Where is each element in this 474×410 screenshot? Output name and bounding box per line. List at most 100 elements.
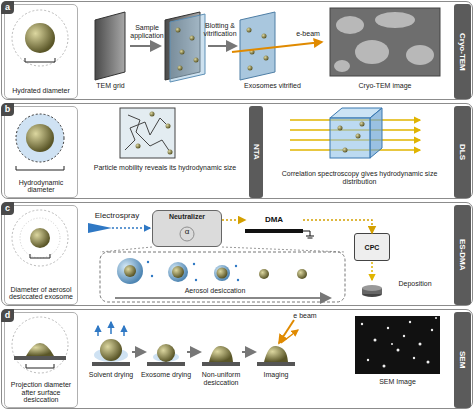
annotation-label: Exosome drying: [139, 371, 193, 379]
desiccated-exosome: [209, 346, 233, 362]
method-tab: DLS: [454, 106, 471, 198]
exosome: [217, 268, 228, 279]
annotation-label: Non-uniform desiccation: [194, 371, 248, 386]
image-blobs: [334, 12, 434, 72]
hydration-shell: [12, 10, 68, 66]
method-label: ES-DMA: [458, 239, 467, 271]
method-label: NTA: [252, 144, 261, 160]
annotation-label: TEM grid: [88, 82, 133, 90]
diameter-bracket: [16, 166, 64, 170]
exosome: [26, 124, 54, 152]
scattered-electrons: [281, 330, 298, 343]
flattened-exosome: [26, 343, 54, 356]
size-caption: Hydrodynamic diameter: [7, 179, 75, 194]
annotation-label: α: [181, 228, 193, 237]
method-label: SEM: [458, 351, 467, 368]
box-label: DMA: [245, 212, 303, 228]
particle-flow-connector: [303, 220, 372, 233]
droplet: [117, 258, 143, 284]
sem-particles: [361, 317, 437, 368]
annotation-label: SEM Image: [355, 378, 440, 386]
original-size: [20, 218, 60, 258]
annotation-label: Cryo-TEM image: [330, 82, 440, 90]
annotation-label: Exosomes vitrified: [235, 82, 310, 90]
spray-path: [112, 227, 150, 229]
particles: [136, 112, 173, 155]
cuvette-side: [370, 108, 382, 158]
annotation-label: Deposition: [385, 280, 445, 288]
annotation-label: Imaging: [249, 371, 303, 379]
process-arrow: [208, 45, 236, 47]
diameter-bracket: [30, 254, 50, 258]
desiccated-exosome: [30, 228, 50, 248]
annotation-label: Sample application: [126, 24, 168, 39]
brownian-track: [128, 115, 170, 152]
annotation-label: Aerosol desiccation: [160, 287, 270, 295]
brownian-track: [125, 118, 168, 150]
annotation-label: Particle mobility reveals its hydrodynam…: [90, 164, 240, 172]
vitrified-grid: [240, 12, 275, 80]
desiccated-exosome: [264, 346, 288, 362]
size-caption: Diameter of aerosol desiccated exosome: [7, 286, 75, 301]
nta-chamber: [120, 108, 175, 158]
original-shell: [12, 210, 68, 266]
tem-grid: [95, 12, 125, 80]
substrate: [92, 362, 295, 366]
process-arrow: [115, 297, 330, 299]
annotation-label: Blotting & vitrification: [198, 22, 242, 37]
box-label: Neutralizer: [153, 213, 221, 220]
electron-beam: [232, 42, 322, 52]
exosome-dots: [176, 28, 199, 71]
evaporating-solvent: [147, 261, 239, 281]
size-panel: Projection diameter after surface desicc…: [4, 312, 78, 408]
process-arrow: [130, 45, 160, 47]
method-tab: Cryo-TEM: [454, 4, 471, 99]
deposition-substrate: [362, 285, 382, 291]
exosome: [297, 269, 307, 279]
panel-letter: d: [1, 309, 14, 322]
method-tab: SEM: [454, 312, 471, 408]
box-label: CPC: [365, 244, 380, 251]
size-panel: Diameter of aerosol desiccated exosome: [4, 205, 78, 305]
hydrodynamic-shell: [16, 114, 64, 162]
annotation-label: Correlation spectroscopy gives hydrodyna…: [272, 170, 447, 185]
diameter-bracket: [25, 58, 55, 62]
annotation-label: Solvent drying: [84, 371, 138, 379]
size-caption: Projection diameter after surface desicc…: [7, 381, 75, 404]
cpc-box: CPC: [354, 233, 390, 261]
deposition-path: [371, 262, 373, 280]
cuvette-front: [330, 118, 370, 158]
method-label: DLS: [458, 144, 467, 160]
exosome: [124, 265, 136, 277]
panel-letter: b: [1, 103, 14, 116]
exosome: [157, 344, 175, 362]
zoom-box: [100, 252, 345, 302]
method-label: Cryo-TEM: [458, 33, 467, 71]
original-shell: [12, 317, 68, 373]
droplet: [214, 265, 230, 281]
zoom-line: [100, 247, 152, 252]
diameter-bracket: [26, 364, 54, 368]
particles: [338, 122, 365, 153]
process-arrows: [132, 351, 255, 353]
sample-film: [170, 14, 205, 82]
dma-box: DMA: [245, 212, 303, 228]
particle-flow-connector: [222, 219, 245, 221]
annotation-label: e beam: [285, 312, 325, 320]
panel-band: dProjection diameter after surface desic…: [1, 309, 473, 409]
panel-letter: a: [1, 1, 14, 14]
exosome: [25, 23, 55, 53]
method-tab: NTA: [249, 106, 263, 198]
ground-symbol: [303, 231, 314, 238]
method-tab: ES-DMA: [454, 205, 471, 305]
substrate: [14, 356, 66, 360]
exosome: [172, 266, 184, 278]
size-caption: Hydrated diameter: [7, 87, 75, 95]
annotation-label: e-beam: [288, 30, 328, 38]
spray-cone: [88, 223, 112, 233]
cryo-tem-image: [330, 8, 440, 76]
zoom-line: [222, 247, 345, 252]
size-panel: Hydrated diameter: [4, 4, 78, 99]
